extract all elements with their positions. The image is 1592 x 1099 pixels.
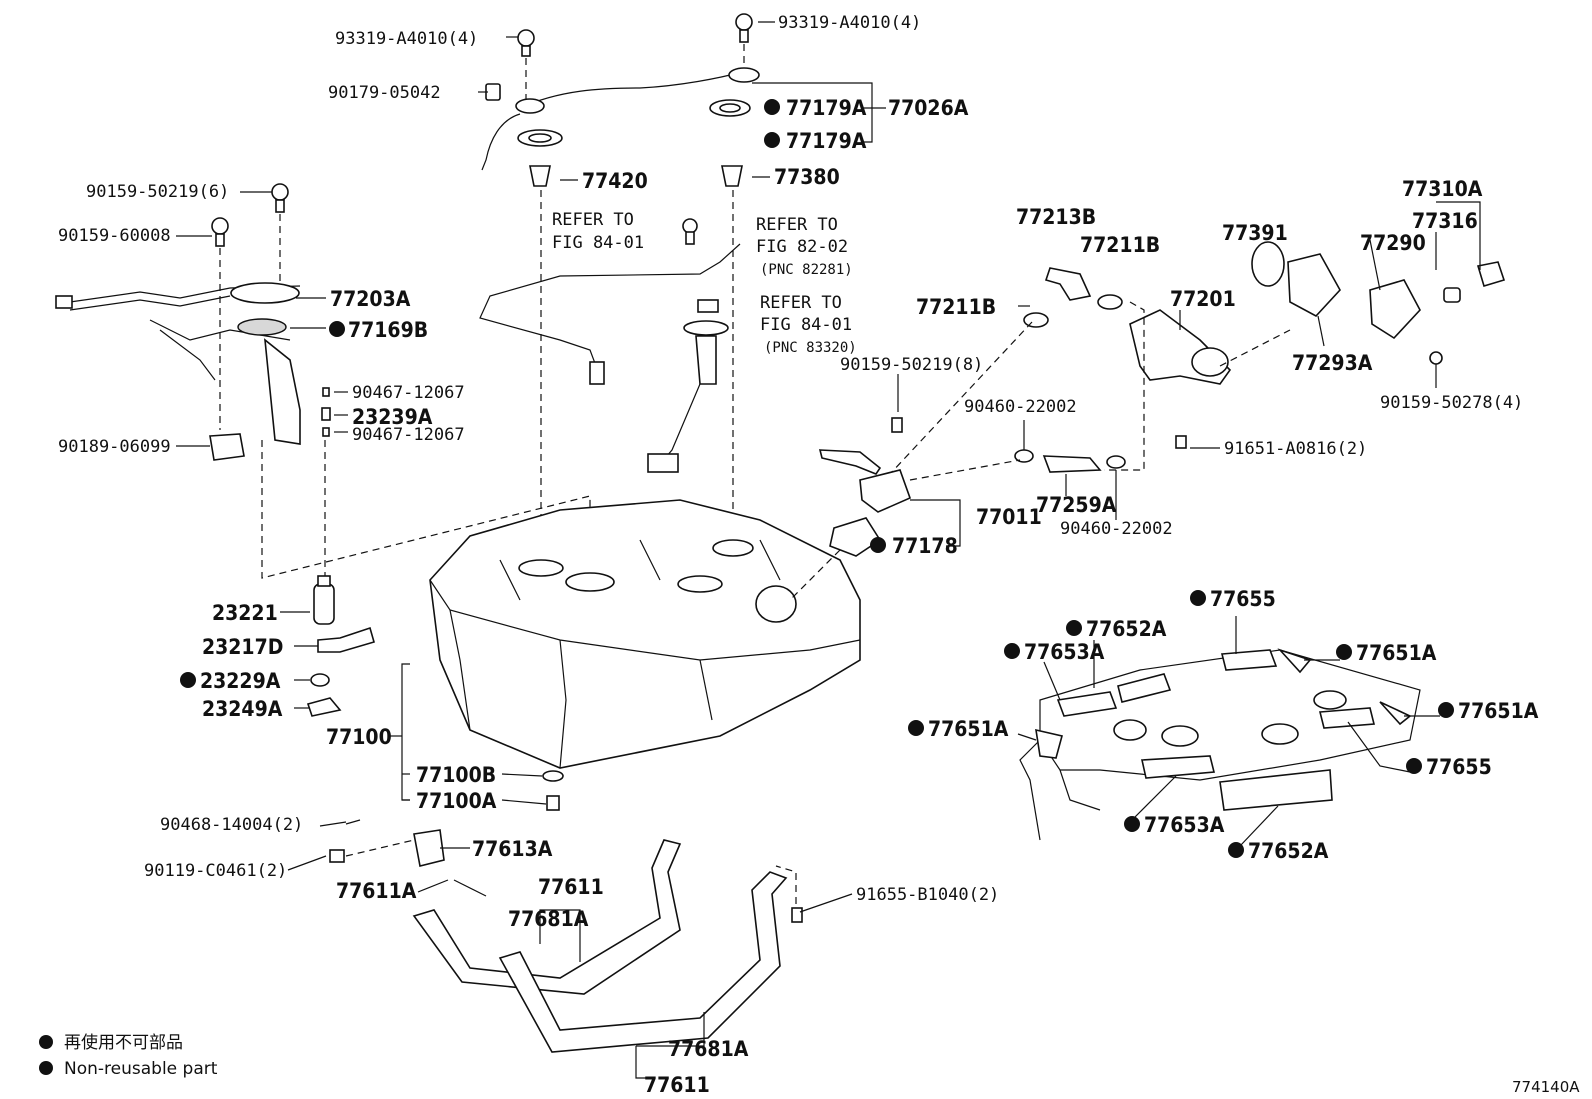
legend-dot-jp: [39, 1035, 53, 1049]
label-77169b: 77169B: [348, 318, 428, 342]
label-77653a-bot: 77653A: [1144, 813, 1225, 837]
label-77380: 77380: [774, 165, 840, 189]
nonreusable-dot: [329, 321, 345, 337]
legend: 再使用不可部品 Non-reusable part: [39, 1032, 218, 1079]
label-77611-bot: 77611: [644, 1073, 710, 1097]
nonreusable-dot: [1124, 816, 1140, 832]
label-77681a-bot: 77681A: [668, 1037, 749, 1061]
legend-jp: 再使用不可部品: [64, 1032, 183, 1053]
label-23239a: 23239A: [352, 405, 433, 429]
figure-code: 774140A: [1512, 1078, 1580, 1096]
nonreusable-dot: [1336, 644, 1352, 660]
nonreusable-dot: [180, 672, 196, 688]
label-77179a-2: 77179A: [786, 129, 867, 153]
refer-note-3-line1: REFER TO: [760, 293, 842, 313]
legend-dot-en: [39, 1061, 53, 1075]
refer-note-3-line2: FIG 84-01: [760, 315, 852, 335]
label-77211b-top: 77211B: [1080, 233, 1160, 257]
fuel-pump: [306, 575, 375, 717]
label-90119: 90119-C0461(2): [144, 861, 287, 881]
label-77178: 77178: [892, 534, 958, 558]
label-90159-50278: 90159-50278(4): [1380, 393, 1523, 413]
nonreusable-dot: [1066, 620, 1082, 636]
nonreusable-dot: [764, 132, 780, 148]
top-fasteners: [481, 13, 760, 560]
refer-note-1-line1: REFER TO: [552, 210, 634, 230]
refer-note-2-line1: REFER TO: [756, 215, 838, 235]
label-77316: 77316: [1412, 209, 1478, 233]
refer-note-2-line2: FIG 82-02: [756, 237, 848, 257]
label-77100b: 77100B: [416, 763, 496, 787]
nonreusable-dot: [764, 99, 780, 115]
fuel-tank-77100: [401, 499, 861, 811]
label-93319-right: 93319-A4010(4): [778, 13, 921, 33]
label-77391: 77391: [1222, 221, 1288, 245]
label-77611a: 77611A: [336, 879, 417, 903]
leader-lines: [176, 21, 1481, 1079]
label-77179a-1: 77179A: [786, 96, 867, 120]
label-77026a: 77026A: [888, 96, 969, 120]
filler-neck-assembly: [889, 241, 1506, 475]
label-77420: 77420: [582, 169, 648, 193]
refer-note-1-line2: FIG 84-01: [552, 233, 644, 253]
label-90467-1: 90467-12067: [352, 383, 465, 403]
label-77201: 77201: [1170, 287, 1236, 311]
label-77259a: 77259A: [1036, 493, 1117, 517]
tank-protector-panel: [1019, 648, 1421, 841]
label-23221: 23221: [212, 601, 278, 625]
label-77652a-bot: 77652A: [1248, 839, 1329, 863]
label-77293a: 77293A: [1292, 351, 1373, 375]
label-77652a-top: 77652A: [1086, 617, 1167, 641]
label-77655-top: 77655: [1210, 587, 1276, 611]
label-90460-top: 90460-22002: [964, 397, 1077, 417]
label-77611-top: 77611: [538, 875, 604, 899]
label-77653a-top: 77653A: [1024, 640, 1105, 664]
label-91655: 91655-B1040(2): [856, 885, 999, 905]
label-77011: 77011: [976, 505, 1042, 529]
label-77100a: 77100A: [416, 789, 497, 813]
label-90460-bot: 90460-22002: [1060, 519, 1173, 539]
refer-note-2-pnc: (PNC 82281): [760, 262, 853, 278]
label-77213b: 77213B: [1016, 205, 1096, 229]
nonreusable-dot: [1438, 702, 1454, 718]
label-77651a-r1: 77651A: [1356, 641, 1437, 665]
label-77651a-r2: 77651A: [1458, 699, 1539, 723]
label-23229a: 23229A: [200, 669, 281, 693]
label-90159-8: 90159-50219(8): [840, 355, 983, 375]
nonreusable-dot: [1228, 842, 1244, 858]
label-77651a-left: 77651A: [928, 717, 1009, 741]
nonreusable-dot: [1190, 590, 1206, 606]
label-90467-2: 90467-12067: [352, 425, 465, 445]
label-77655-right: 77655: [1426, 755, 1492, 779]
legend-en: Non-reusable part: [64, 1059, 218, 1079]
label-77681a-top: 77681A: [508, 907, 589, 931]
label-77310a: 77310A: [1402, 177, 1483, 201]
label-77100: 77100: [326, 725, 392, 749]
nonreusable-dot: [870, 537, 886, 553]
label-77211b-left: 77211B: [916, 295, 996, 319]
part-labels: 93319-A4010(4) 93319-A4010(4) 90179-0504…: [58, 13, 1539, 1097]
label-23249a: 23249A: [202, 697, 283, 721]
label-91651: 91651-A0816(2): [1224, 439, 1367, 459]
sender-gauge: [479, 218, 741, 473]
label-23217d: 23217D: [202, 635, 283, 659]
label-90468: 90468-14004(2): [160, 815, 303, 835]
label-77290: 77290: [1360, 231, 1426, 255]
nonreusable-dot: [1406, 758, 1422, 774]
refer-note-3-pnc: (PNC 83320): [764, 340, 857, 356]
label-90189: 90189-06099: [58, 437, 171, 457]
label-90159-6: 90159-50219(6): [86, 182, 229, 202]
label-90179: 90179-05042: [328, 83, 441, 103]
label-77613a: 77613A: [472, 837, 553, 861]
check-valve-77011: [789, 417, 1126, 601]
label-93319-left: 93319-A4010(4): [335, 29, 478, 49]
nonreusable-dot: [908, 720, 924, 736]
label-77203a: 77203A: [330, 287, 411, 311]
tank-straps: [329, 819, 803, 1053]
nonreusable-dot: [1004, 643, 1020, 659]
label-90159-60008: 90159-60008: [58, 226, 171, 246]
